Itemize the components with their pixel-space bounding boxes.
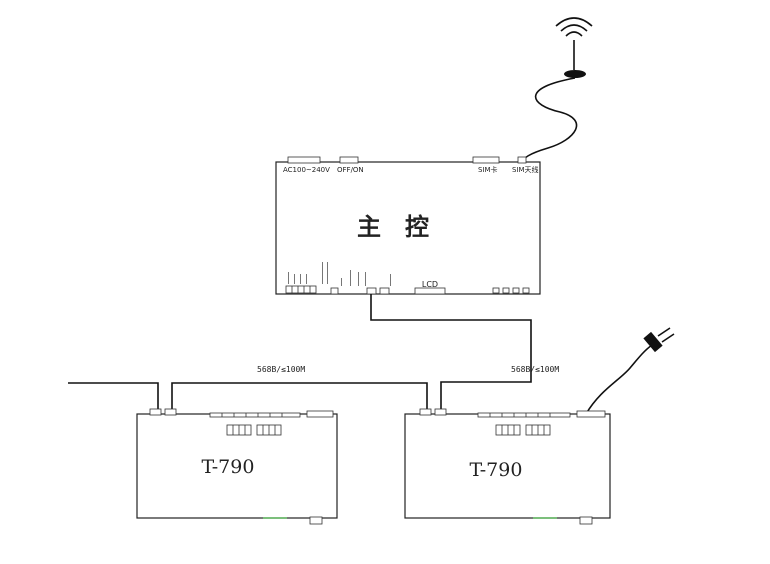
cable-upstream: [68, 382, 159, 410]
main-controller: AC100~240V OFF/ON SIM卡 SIM天线 主 控 LCD: [275, 156, 541, 295]
switch-port-label: OFF/ON: [337, 166, 364, 174]
usb-port: [379, 287, 390, 295]
unit1-input-port: [164, 408, 177, 416]
unit1-model-label: T-790: [202, 456, 255, 478]
link-label-2: 568B/≤100M: [511, 365, 559, 374]
audio-port: [330, 287, 339, 295]
ethernet-port: [366, 287, 377, 295]
t790-unit-2: T-790: [404, 408, 611, 525]
switch-connector: [339, 156, 359, 164]
unit2-model-label: T-790: [470, 459, 523, 481]
indicator-ports: [492, 287, 530, 294]
unit2-input-port: [434, 408, 447, 416]
t790-unit-1: T-790: [136, 408, 338, 525]
unit2-output-terminals: [477, 412, 571, 418]
controller-title: 主 控: [357, 212, 429, 241]
power-plug-icon: [585, 327, 675, 415]
link-label-1: 568B/≤100M: [257, 365, 305, 374]
unit1-output-port: [149, 408, 162, 416]
terminal-block: [285, 285, 317, 294]
unit2-dip-switches: [495, 424, 551, 436]
unit2-output-port: [419, 408, 432, 416]
unit1-output-terminals: [209, 412, 301, 418]
unit1-bottom-port: [309, 516, 323, 525]
unit2-bottom-port: [579, 516, 593, 525]
lcd-label: LCD: [422, 280, 438, 289]
lcd-connector: [414, 287, 446, 295]
power-connector: [287, 156, 321, 164]
port-markings: [288, 262, 391, 286]
sim-slot: [472, 156, 500, 164]
cable-controller-to-unit2: [370, 294, 532, 410]
sim-port-label: SIM卡: [478, 165, 498, 174]
sim-antenna-port: [517, 156, 527, 164]
power-port-label: AC100~240V: [283, 166, 330, 174]
sim-antenna-label: SIM天线: [512, 165, 539, 174]
unit2-power-connector: [576, 410, 606, 418]
unit1-power-connector: [306, 410, 334, 418]
unit1-indicator: [263, 517, 287, 519]
unit1-dip-switches: [226, 424, 282, 436]
cable-unit2-to-unit1: [171, 382, 428, 410]
unit2-indicator: [533, 517, 557, 519]
antenna-icon: [521, 17, 593, 163]
